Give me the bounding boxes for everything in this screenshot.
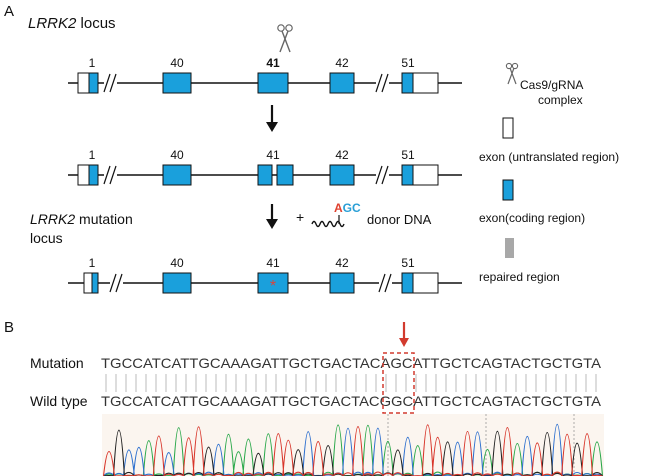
mutation-site-arrow xyxy=(399,322,409,347)
mutation-title-rest: mutation xyxy=(75,211,133,227)
codon-highlight-box xyxy=(382,352,415,414)
exon-label-51: 51 xyxy=(401,256,415,270)
mutation-mark: * xyxy=(270,278,276,295)
break-mark-right xyxy=(378,272,392,294)
mutation-sequence: TGCCATCATTGCAAAGATTGCTGACTACAGCATTGCTCAG… xyxy=(101,355,602,371)
exon-label-1: 1 xyxy=(89,256,96,270)
legend-utr-label: exon (untranslated region) xyxy=(479,150,619,164)
exon-41-mutant xyxy=(257,272,289,294)
locus-row-original: 1 40 41 42 51 xyxy=(68,56,462,94)
exon-label-1: 1 xyxy=(89,148,96,162)
mutation-title-gene: LRRK2 xyxy=(30,211,75,227)
exon-label-1: 1 xyxy=(89,56,96,70)
legend-repaired-label: repaired region xyxy=(479,270,560,284)
legend-cas9-line1: Cas9/gRNA xyxy=(520,78,583,92)
down-arrow-1 xyxy=(266,105,278,132)
wildtype-row-label: Wild type xyxy=(30,393,88,409)
legend-coding-label: exon(coding region) xyxy=(479,211,585,225)
exon-label-42: 42 xyxy=(335,56,349,70)
exon-41-left-fragment xyxy=(257,164,273,186)
mutation-locus-title: LRRK2 mutation xyxy=(30,211,133,227)
exon-51-coding xyxy=(401,164,414,186)
exon-41 xyxy=(257,72,289,94)
exon-label-42: 42 xyxy=(335,148,349,162)
panel-a-letter: A xyxy=(4,3,14,20)
legend-utr-swatch xyxy=(502,117,514,139)
locus-row-mutant: * 1 40 41 42 51 xyxy=(68,256,462,295)
plus-sign: + xyxy=(296,209,304,225)
legend-cas9-line2: complex xyxy=(538,93,583,107)
donor-sequence-blue: GC xyxy=(343,201,361,215)
locus-title: LRRK2 locus xyxy=(28,15,116,32)
exon-1-coding xyxy=(88,72,99,94)
mutation-row-label: Mutation xyxy=(30,355,84,371)
exon-label-51: 51 xyxy=(401,56,415,70)
donor-sequence: AGC xyxy=(334,201,361,215)
donor-sequence-red: A xyxy=(334,201,343,215)
chromatogram xyxy=(102,414,604,476)
alignment-ticks xyxy=(105,374,597,392)
exon-label-42: 42 xyxy=(335,256,349,270)
locus-row-cut: 1 40 41 42 51 xyxy=(68,148,462,186)
donor-dna-label: donor DNA xyxy=(367,212,432,227)
wildtype-sequence: TGCCATCATTGCAAAGATTGCTGACTACGGCATTGCTCAG… xyxy=(101,393,602,409)
donor-dna-icon xyxy=(311,215,345,228)
panel-b-letter: B xyxy=(4,319,14,336)
exon-label-41: 41 xyxy=(266,56,280,70)
exon-label-51: 51 xyxy=(401,148,415,162)
exon-label-40: 40 xyxy=(170,148,184,162)
legend-scissors-icon xyxy=(505,62,519,85)
exon-label-40: 40 xyxy=(170,256,184,270)
break-mark-right xyxy=(375,72,389,94)
exon-label-41: 41 xyxy=(266,148,280,162)
locus-title-gene: LRRK2 xyxy=(28,15,77,32)
exon-41-right-fragment xyxy=(276,164,294,186)
break-mark-left xyxy=(109,272,123,294)
break-mark-left xyxy=(103,72,117,94)
scissors-icon xyxy=(277,24,293,53)
exon-1-coding xyxy=(88,164,99,186)
exon-42 xyxy=(329,72,355,94)
down-arrow-2 xyxy=(266,204,278,229)
break-mark-right xyxy=(375,164,389,186)
exon-40 xyxy=(162,164,192,186)
exon-label-41: 41 xyxy=(266,256,280,270)
trace-T xyxy=(102,424,603,476)
mutation-locus-title-line2: locus xyxy=(30,230,63,246)
exon-42 xyxy=(329,164,355,186)
legend: Cas9/gRNA complex exon (untranslated reg… xyxy=(479,62,619,284)
legend-repaired-swatch xyxy=(505,238,514,258)
exon-40 xyxy=(162,72,192,94)
exon-label-40: 40 xyxy=(170,56,184,70)
exon-40 xyxy=(162,272,192,294)
legend-coding-swatch xyxy=(502,179,514,201)
locus-title-rest: locus xyxy=(76,15,115,32)
exon-42 xyxy=(329,272,355,294)
exon-51-coding xyxy=(401,272,414,294)
break-mark-left xyxy=(103,164,117,186)
exon-51-coding xyxy=(401,72,414,94)
exon-1-coding xyxy=(91,272,99,294)
